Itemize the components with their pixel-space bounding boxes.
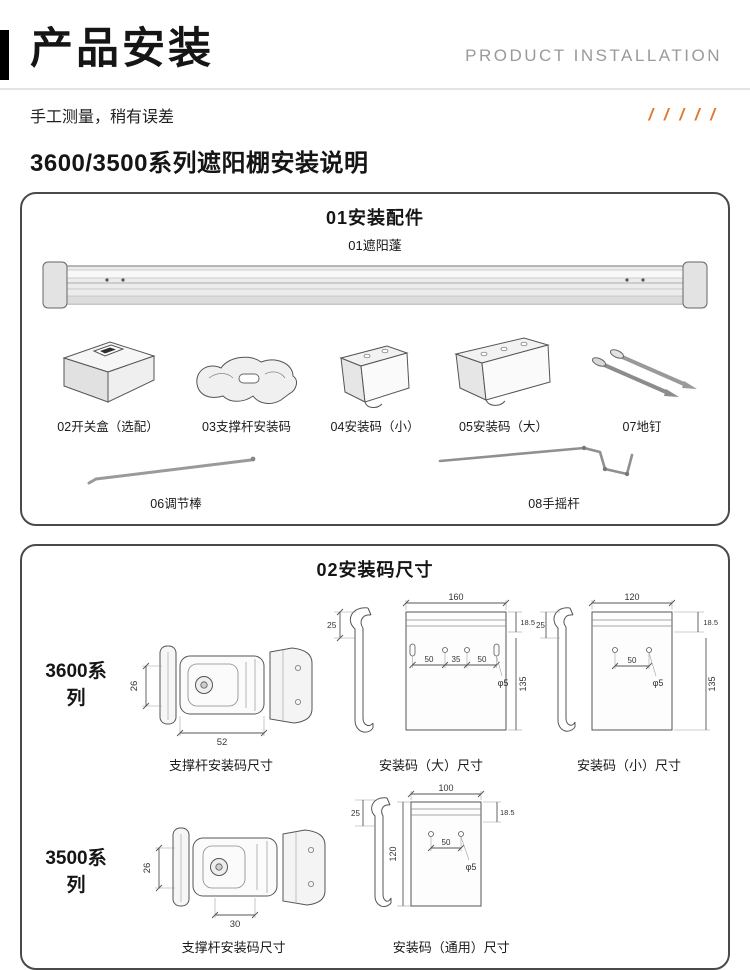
- part-item-support-bracket: 03支撑杆安装码: [187, 348, 307, 435]
- dim-height: 135: [518, 677, 528, 692]
- dim-edge: 18.5: [500, 808, 515, 817]
- drawing-caption: 支撑杆安装码尺寸: [168, 758, 273, 774]
- part-item-switch-box: 02开关盒（选配）: [48, 330, 168, 435]
- dim-h1: 50: [442, 838, 451, 847]
- series-label-3600: 3600系列: [45, 661, 107, 710]
- part-item-hand-crank: 08手摇杆: [434, 441, 674, 512]
- dim-edge: 18.5: [520, 618, 535, 627]
- dim-edge: 18.5: [703, 618, 718, 627]
- dim-side: 26: [129, 681, 140, 692]
- dims-row-3600: 3600系列 52: [30, 582, 720, 774]
- mount-large-drawing: 25 160 18.5 135: [327, 592, 535, 733]
- drawing-caption: 安装码（小）尺寸: [576, 758, 681, 774]
- rods-row: 06调节棒 08手摇杆: [30, 435, 720, 512]
- dimensions-panel-title: 02安装码尺寸: [316, 560, 434, 581]
- note-row: 手工测量，稍有误差 / / / / /: [0, 90, 750, 133]
- part-item-mount-small: 04安装码（小）: [325, 336, 425, 435]
- part-label: 04安装码（小）: [330, 420, 420, 435]
- drawing-mount-universal: 25 120 100 18.5 50: [351, 784, 551, 956]
- dim-hook: 25: [327, 620, 337, 630]
- dim-h1: 50: [628, 656, 637, 665]
- awning-label: 01遮阳蓬: [348, 238, 402, 254]
- awning-illustration: [42, 261, 708, 309]
- measure-note: 手工测量，稍有误差: [30, 109, 175, 127]
- mount-bracket-small-icon: [339, 345, 410, 409]
- accessories-panel: 01安装配件 01遮阳蓬 02开关盒（选配）: [20, 192, 730, 527]
- dim-top: 120: [624, 592, 639, 602]
- dim-h3: 50: [478, 655, 487, 664]
- page-subtitle-en: PRODUCT INSTALLATION: [465, 46, 722, 66]
- part-item-ground-nails: 07地钉: [582, 348, 702, 435]
- section-title: 3600/3500系列遮阳棚安装说明: [30, 150, 369, 178]
- dim-dia: φ5: [466, 862, 477, 872]
- adjust-rod-icon: [87, 456, 256, 485]
- part-label: 07地钉: [622, 420, 662, 435]
- hand-crank-icon: [438, 446, 634, 477]
- dim-width: 52: [217, 737, 228, 748]
- part-item-adjust-rod: 06调节棒: [86, 451, 266, 512]
- dim-h1: 50: [425, 655, 434, 664]
- drawing-mount-large: 25 160 18.5 135: [326, 592, 536, 774]
- dim-h2: 35: [452, 655, 461, 664]
- parts-row: 02开关盒（选配） 03支撑杆安装码 04安装码（小）: [30, 320, 720, 435]
- dim-height: 135: [707, 677, 717, 692]
- dim-side: 26: [142, 863, 153, 874]
- dim-hook: 25: [536, 621, 545, 630]
- accessories-panel-title: 01安装配件: [325, 208, 425, 229]
- part-item-mount-large: 05安装码（大）: [444, 330, 564, 435]
- decorative-slashes: / / / / /: [648, 105, 718, 125]
- mount-universal-drawing: 25 120 100 18.5 50: [351, 784, 515, 908]
- title-accent-bar: [0, 30, 9, 80]
- drawing-support-3500: 30 26 支撑杆安装码尺寸: [129, 812, 339, 956]
- part-label: 06调节棒: [150, 497, 202, 512]
- drawing-caption: 安装码（大）尺寸: [378, 758, 483, 774]
- dim-dia: φ5: [498, 678, 509, 688]
- part-label: 02开关盒（选配）: [57, 420, 159, 435]
- drawing-caption: 安装码（通用）尺寸: [392, 940, 510, 956]
- part-label: 05安装码（大）: [459, 420, 548, 435]
- page-header: 产品安装 PRODUCT INSTALLATION: [0, 0, 750, 80]
- support-bracket-drawing: 52 26: [129, 645, 313, 748]
- drawing-mount-small: 25 120 18.5 135 50: [536, 592, 722, 774]
- support-rod-bracket-icon: [195, 357, 297, 405]
- ground-nails-icon: [591, 349, 697, 398]
- dim-hook: 25: [351, 809, 360, 818]
- header-divider: [0, 88, 750, 91]
- dim-dia: φ5: [653, 678, 664, 688]
- mount-small-drawing: 25 120 18.5 135 50: [536, 592, 718, 732]
- switch-box-icon: [62, 341, 156, 404]
- dim-height: 120: [388, 847, 398, 862]
- mount-bracket-large-icon: [453, 337, 551, 407]
- part-label: 08手摇杆: [528, 497, 580, 512]
- dimensions-panel: 02安装码尺寸 3600系列 52: [20, 544, 730, 970]
- drawing-caption: 支撑杆安装码尺寸: [181, 940, 286, 956]
- page-title: 产品安装: [30, 25, 214, 73]
- part-label: 03支撑杆安装码: [202, 420, 291, 435]
- dim-width: 30: [229, 919, 240, 930]
- dim-top: 100: [439, 784, 454, 793]
- series-label-3500: 3500系列: [45, 848, 107, 897]
- dims-row-3500: 3500系列 30: [30, 774, 720, 956]
- drawing-support-3600: 52 26 支撑杆安装码尺寸: [116, 630, 326, 774]
- dim-top: 160: [448, 592, 463, 602]
- support-bracket-drawing: 30 26: [142, 827, 326, 930]
